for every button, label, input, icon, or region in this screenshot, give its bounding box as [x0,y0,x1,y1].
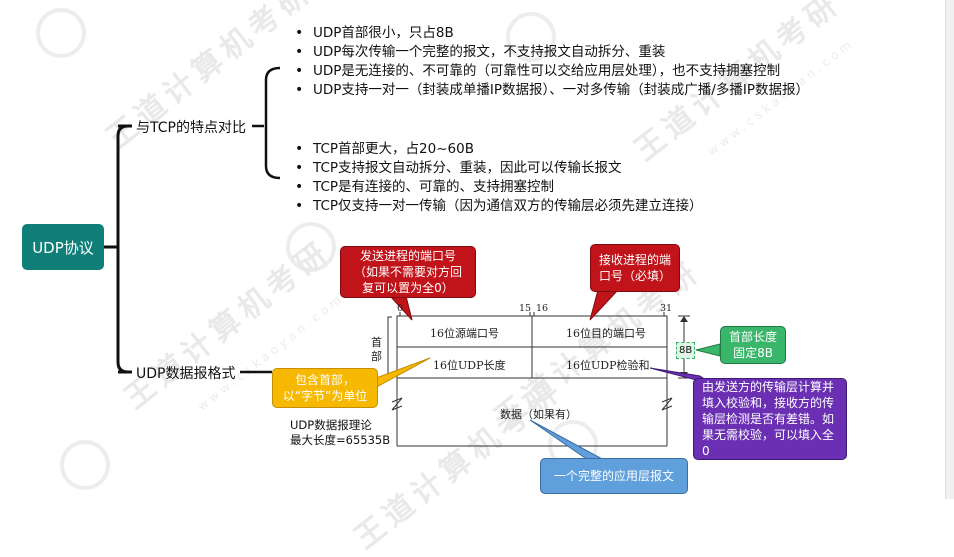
cell-dst-port: 16位目的端口号 [566,327,646,340]
root-node-udp[interactable]: UDP协议 [22,224,104,270]
list-item: UDP支持一对一（封装成单播IP数据报）、一对多传输（封装成广播/多播IP数据报… [293,81,809,100]
callout-header-length-text: 首部长度固定8B [728,330,777,360]
list-item: UDP是无连接的、不可靠的（可靠性可以交给应用层处理），也不支持拥塞控制 [293,62,809,81]
cell-src-port: 16位源端口号 [430,327,499,340]
size-badge: 8B [676,342,696,359]
bit-label-0: 0 [397,303,404,314]
list-item: TCP首部更大，占20~60B [293,140,703,159]
list-item: TCP支持报文自动拆分、重装，因此可以传输长报文 [293,159,703,178]
watermark-logo [36,8,86,58]
diagram-lines [104,66,721,461]
root-node-label: UDP协议 [32,238,94,257]
cell-length: 16位UDP长度 [433,359,506,372]
callout-data-text: 一个完整的应用层报文 [553,469,674,483]
callout-length-unit: 包含首部，以“字节”为单位 [272,368,378,408]
udp-feature-list: UDP首部很小，只占8B UDP每次传输一个完整的报文，不支持报文自动拆分、重装… [293,24,809,100]
branch-format-label[interactable]: UDP数据报格式 [136,366,236,382]
bit-label-15: 15 [519,303,532,314]
cell-data: 数据（如果有） [500,408,577,421]
max-length-note-line2: 最大长度=65535B [290,433,391,447]
bit-label-31: 31 [660,303,673,314]
callout-src-port: 发送进程的端口号（如果不需要对方回复可以置为全0） [340,246,476,298]
list-item: UDP每次传输一个完整的报文，不支持报文自动拆分、重装 [293,43,809,62]
callout-dst-port-text: 接收进程的端口号（必填） [599,253,672,283]
callout-checksum-text: 由发送方的传输层计算并填入校验和，接收方的传输层检测是否有差错。如果无需校验，可… [702,380,835,458]
vertical-scrollbar[interactable] [945,0,954,499]
cell-checksum: 16位UDP检验和 [566,359,650,372]
callout-data: 一个完整的应用层报文 [540,458,688,494]
callout-length-unit-text: 包含首部，以“字节”为单位 [282,373,368,403]
bit-label-16: 16 [536,303,549,314]
list-item: UDP首部很小，只占8B [293,24,809,43]
branch-compare-label[interactable]: 与TCP的特点对比 [136,120,246,136]
list-item: TCP仅支持一对一传输（因为通信双方的传输层必须先建立连接） [293,197,703,216]
header-side-label: 首部 [371,336,382,363]
callout-dst-port: 接收进程的端口号（必填） [590,244,680,292]
watermark-logo [60,440,110,490]
list-item: TCP是有连接的、可靠的、支持拥塞控制 [293,178,703,197]
max-length-note-line1: UDP数据报理论 [290,418,372,432]
tcp-feature-list: TCP首部更大，占20~60B TCP支持报文自动拆分、重装，因此可以传输长报文… [293,140,703,216]
callout-checksum: 由发送方的传输层计算并填入校验和，接收方的传输层检测是否有差错。如果无需校验，可… [693,378,847,460]
callout-src-port-text: 发送进程的端口号（如果不需要对方回复可以置为全0） [353,249,462,295]
callout-header-length: 首部长度固定8B [720,326,786,364]
watermark-logo [286,222,336,272]
